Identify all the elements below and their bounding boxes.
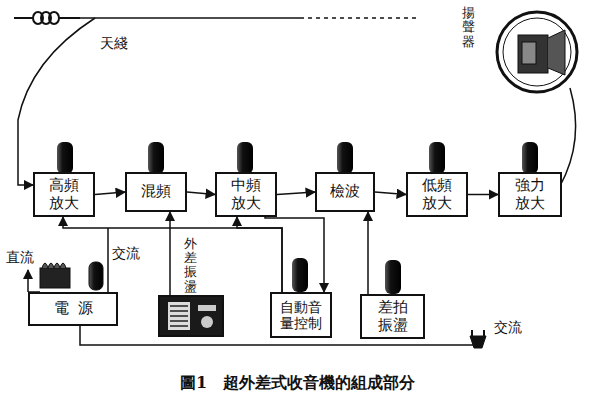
box-text: 檢波 — [330, 183, 360, 200]
oscillator-box: 外差振盪 — [158, 295, 224, 337]
if-amp-box: 中頻放大 — [215, 172, 277, 217]
ac-label: 交流 — [494, 320, 522, 335]
signal-arrow — [375, 192, 406, 195]
oscillator-heading: 外差振盪 — [184, 237, 197, 294]
signal-arrow — [95, 192, 125, 195]
box-text: 高頻放大 — [48, 177, 81, 212]
power-parts — [28, 228, 478, 345]
oscillator-picture — [158, 295, 224, 337]
box-text: 電源 — [45, 300, 102, 317]
bfo-box: 差拍振盪 — [360, 294, 425, 339]
box-text: 低頻放大 — [421, 177, 454, 212]
detector-box: 檢波 — [315, 172, 375, 212]
box-text: 中頻放大 — [230, 177, 263, 212]
speaker-label: 揚聲器 — [462, 6, 475, 49]
signal-arrow — [237, 217, 282, 292]
signal-arrow — [63, 217, 282, 292]
mixer-box: 混頻 — [125, 172, 187, 212]
signal-arrow — [367, 212, 369, 294]
signal-arrow — [277, 192, 315, 195]
ac-label: 交流 — [112, 246, 140, 261]
signal-arrow — [187, 192, 215, 195]
avc-box: 自動音量控制 — [270, 292, 332, 338]
box-text: 強力放大 — [514, 177, 547, 212]
antenna — [14, 12, 420, 185]
figure-caption: 圖1 超外差式收音機的組成部分 — [180, 374, 415, 392]
mains-plug — [470, 330, 486, 348]
power-amp-box: 強力放大 — [498, 172, 562, 217]
power-supply-box: 電源 — [28, 292, 118, 326]
box-text: 混頻 — [141, 183, 171, 200]
dc-label: 直流 — [6, 250, 34, 265]
box-text: 自動音量控制 — [279, 299, 324, 331]
antenna-label: 天綫 — [100, 36, 128, 51]
rf-amp-box: 高頻放大 — [33, 172, 95, 217]
box-text: 差拍振盪 — [376, 299, 409, 334]
af-amp-box: 低頻放大 — [406, 172, 468, 217]
vacuum-tubes — [57, 142, 538, 294]
signal-arrow — [468, 194, 498, 196]
loudspeaker — [497, 12, 577, 186]
signal-arrow — [169, 212, 171, 295]
